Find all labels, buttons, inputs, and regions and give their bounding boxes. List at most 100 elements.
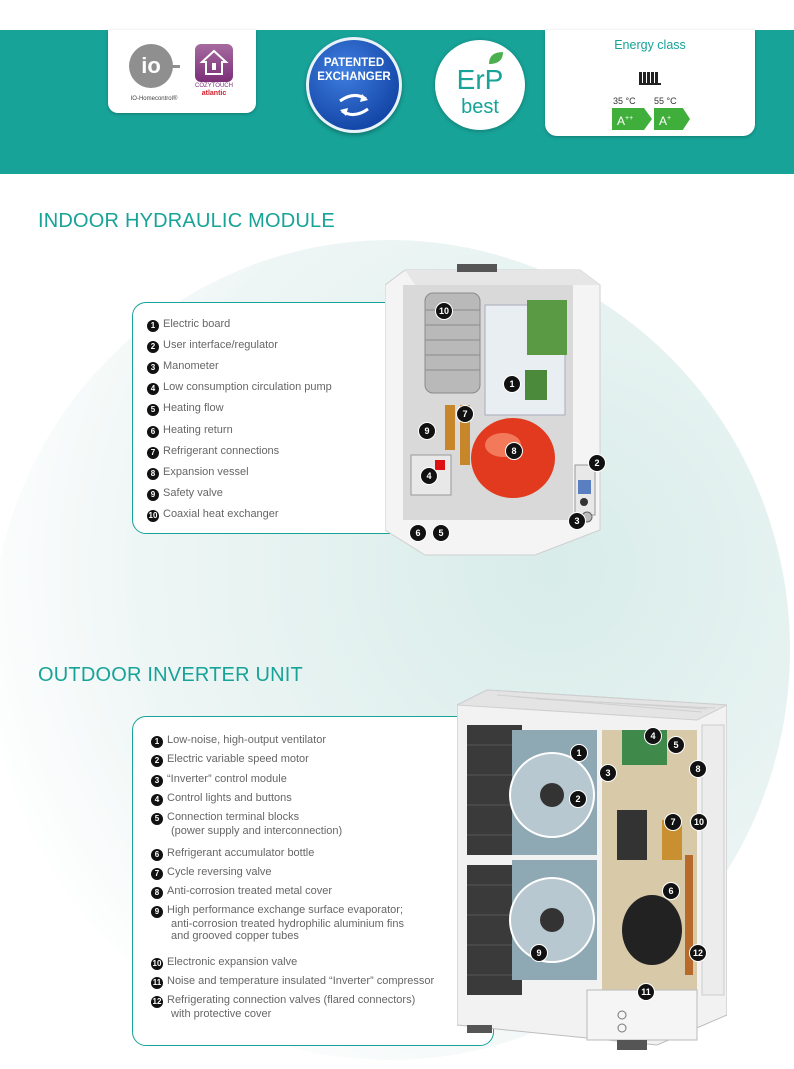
io-logo-bar bbox=[170, 65, 180, 68]
outdoor-legend-item: 4 Control lights and buttons bbox=[151, 792, 292, 806]
indoor-callout-10: 10 bbox=[435, 302, 453, 320]
item-label: Heating return bbox=[163, 423, 233, 436]
indoor-legend-item: 7 Refrigerant connections bbox=[147, 445, 279, 459]
item-number-badge: 10 bbox=[151, 957, 163, 970]
outdoor-callout-9: 9 bbox=[530, 944, 548, 962]
cozytouch-label: COZYTOUCH bbox=[195, 83, 233, 89]
class-35-letter: A bbox=[617, 114, 626, 128]
item-label-continuation: (power supply and interconnection) bbox=[171, 825, 343, 838]
outdoor-legend-item: 6 Refrigerant accumulator bottle bbox=[151, 847, 314, 861]
item-number-badge: 2 bbox=[151, 755, 163, 768]
indoor-callout-2: 2 bbox=[588, 454, 606, 472]
io-homecontrol-logo: io bbox=[129, 44, 173, 88]
indoor-callout-1: 1 bbox=[503, 375, 521, 393]
item-label: High performance exchange surface evapor… bbox=[167, 904, 404, 917]
patent-line2: EXCHANGER bbox=[317, 71, 391, 83]
item-label: Noise and temperature insulated “Inverte… bbox=[167, 975, 435, 987]
item-number-badge: 6 bbox=[147, 425, 159, 438]
item-number-badge: 1 bbox=[151, 736, 163, 748]
item-number-badge: 4 bbox=[151, 793, 163, 806]
indoor-legend-item: 2 User interface/regulator bbox=[147, 339, 278, 354]
item-number-badge: 9 bbox=[147, 488, 159, 501]
indoor-legend-item: 3 Manometer bbox=[147, 360, 219, 375]
item-label: User interface/regulator bbox=[163, 339, 278, 352]
item-label: Expansion vessel bbox=[163, 465, 249, 478]
outdoor-callout-2: 2 bbox=[569, 790, 587, 808]
item-label: Electric board bbox=[163, 318, 231, 330]
indoor-callout-8: 8 bbox=[505, 442, 523, 460]
indoor-callout-3: 3 bbox=[568, 512, 586, 530]
indoor-callout-5: 5 bbox=[432, 524, 450, 542]
outdoor-callout-4: 4 bbox=[644, 727, 662, 745]
item-number-badge: 5 bbox=[147, 404, 159, 417]
item-number-badge: 3 bbox=[151, 774, 163, 787]
outdoor-legend bbox=[132, 716, 494, 1046]
patented-exchanger-badge: PATENTED EXCHANGER bbox=[306, 37, 402, 133]
outdoor-callout-8: 8 bbox=[689, 760, 707, 778]
outdoor-unit-illustration bbox=[457, 689, 727, 1050]
item-label-continuation: and grooved copper tubes bbox=[171, 930, 299, 943]
indoor-callout-6: 6 bbox=[409, 524, 427, 542]
outdoor-callout-12: 12 bbox=[689, 944, 707, 962]
item-label: Connection terminal blocks bbox=[167, 811, 300, 824]
item-label: Control lights and buttons bbox=[167, 791, 292, 804]
outdoor-callout-10: 10 bbox=[690, 813, 708, 831]
indoor-callout-7: 7 bbox=[456, 405, 474, 423]
indoor-legend-item: 5 Heating flow bbox=[147, 402, 224, 417]
erp-best-badge: ErP best bbox=[435, 40, 525, 130]
erp-text: ErP bbox=[456, 64, 504, 95]
energy-class-55-arrow: A+ bbox=[654, 108, 690, 130]
energy-class-title: Energy class bbox=[614, 38, 686, 52]
item-number-badge: 2 bbox=[147, 341, 159, 354]
outdoor-section-title: OUTDOOR INVERTER UNIT bbox=[38, 664, 303, 686]
radiator-icon bbox=[639, 72, 661, 85]
indoor-module-illustration bbox=[385, 264, 601, 556]
outdoor-legend-item: 11 Noise and temperature insulated “Inver… bbox=[151, 975, 434, 989]
item-number-badge: 3 bbox=[147, 362, 159, 375]
item-number-badge: 6 bbox=[151, 848, 163, 861]
indoor-legend-item: 10 Coaxial heat exchanger bbox=[147, 508, 279, 522]
indoor-section-title: INDOOR HYDRAULIC MODULE bbox=[38, 210, 335, 232]
atlantic-logo: atlantic bbox=[201, 90, 227, 97]
item-number-badge: 5 bbox=[151, 813, 163, 826]
item-number-badge: 1 bbox=[147, 320, 159, 332]
outdoor-legend-item: 3“Inverter” control module bbox=[151, 773, 287, 787]
item-label: Manometer bbox=[163, 360, 219, 373]
item-label: Refrigerant connections bbox=[163, 444, 280, 457]
item-label-continuation: with protective cover bbox=[171, 1008, 272, 1021]
outdoor-callout-1: 1 bbox=[570, 744, 588, 762]
class-55-letter: A bbox=[659, 114, 668, 128]
energy-class-35-arrow: A++ bbox=[612, 108, 652, 130]
item-number-badge: 7 bbox=[147, 446, 159, 459]
item-label: Low consumption circulation pump bbox=[163, 381, 332, 394]
item-number-badge: 7 bbox=[151, 867, 163, 880]
temp-55-label: 55 °C bbox=[654, 96, 677, 106]
outdoor-callout-7: 7 bbox=[664, 813, 682, 831]
outdoor-legend-item: 5 Connection terminal blocks(power supply… bbox=[151, 811, 342, 837]
outdoor-callout-5: 5 bbox=[667, 736, 685, 754]
partner-logos-card: io IO-Homecontrol® COZYTOUCH atlantic bbox=[108, 30, 256, 113]
outdoor-callout-3: 3 bbox=[599, 764, 617, 782]
item-label: Heating flow bbox=[163, 402, 224, 415]
outdoor-callout-11: 11 bbox=[637, 983, 655, 1001]
indoor-callout-9: 9 bbox=[418, 422, 436, 440]
item-label: Electronic expansion valve bbox=[167, 955, 298, 968]
item-label: Coaxial heat exchanger bbox=[163, 507, 279, 520]
item-number-badge: 10 bbox=[147, 509, 159, 522]
item-label: Safety valve bbox=[163, 486, 223, 499]
class-35-sup: ++ bbox=[625, 115, 634, 122]
outdoor-legend-item: 10 Electronic expansion valve bbox=[151, 956, 297, 970]
indoor-legend-item: 1 Electric board bbox=[147, 318, 230, 332]
item-number-badge: 11 bbox=[151, 977, 163, 989]
item-label: Refrigerant accumulator bottle bbox=[167, 846, 315, 859]
patent-line1: PATENTED bbox=[323, 57, 385, 69]
indoor-callout-4: 4 bbox=[420, 467, 438, 485]
item-number-badge: 4 bbox=[147, 383, 159, 396]
leaf-icon bbox=[489, 52, 503, 64]
outdoor-callout-6: 6 bbox=[662, 882, 680, 900]
